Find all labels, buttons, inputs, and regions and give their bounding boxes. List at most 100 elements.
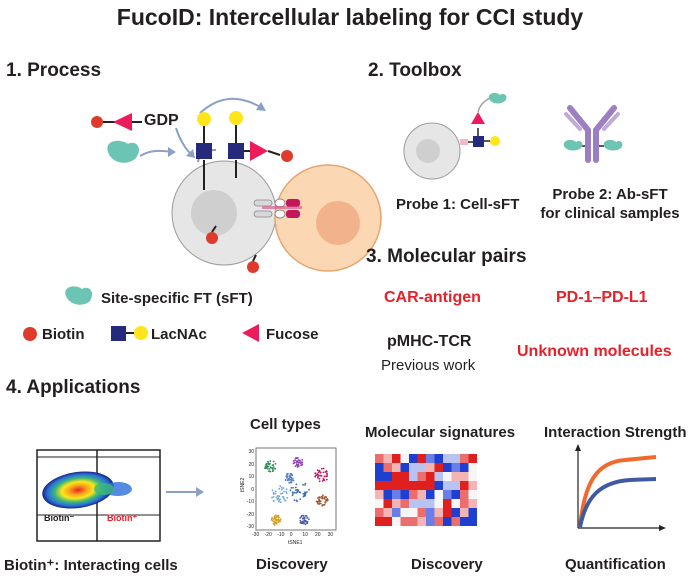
tsne-point	[301, 517, 304, 520]
heatmap-cell	[392, 499, 401, 508]
pair-car-antigen: CAR-antigen	[384, 289, 481, 306]
tsne-point	[267, 460, 269, 463]
tsne-point	[299, 461, 301, 464]
tsne-point	[318, 503, 321, 505]
tsne-point	[273, 520, 275, 523]
heatmap-cell	[451, 463, 460, 472]
heatmap-cell	[460, 454, 469, 463]
tsne-point	[285, 473, 288, 476]
tsne-point	[291, 494, 294, 497]
heatmap-cell	[468, 517, 477, 526]
tsne-point	[304, 520, 307, 523]
tsne-point	[293, 461, 296, 464]
heatmap-cell	[460, 517, 469, 526]
tsne-point	[292, 477, 294, 480]
tsne-point	[297, 461, 300, 464]
tsne-point	[299, 519, 302, 522]
heatmap-cell	[392, 463, 401, 472]
tsne-point	[296, 464, 299, 467]
heatmap-cell	[409, 454, 418, 463]
tsne-point	[306, 491, 308, 493]
tsne-point	[294, 459, 296, 462]
tsne-point	[265, 466, 267, 469]
tsne-x-label: tSNE1	[288, 540, 303, 546]
tsne-point	[284, 499, 287, 502]
tsne-point	[265, 467, 267, 470]
tsne-point	[306, 521, 309, 524]
heatmap-cell	[460, 463, 469, 472]
tsne-point	[272, 491, 275, 494]
tsne-point	[301, 522, 304, 525]
tsne-point	[290, 478, 293, 481]
tsne-point	[322, 504, 325, 506]
process-heading: 1. Process	[6, 60, 102, 81]
heatmap-cell	[392, 481, 401, 490]
tsne-point	[284, 499, 286, 502]
tsne-point	[272, 500, 275, 502]
tsne-point	[327, 499, 329, 501]
tsne-point	[271, 467, 273, 469]
heatmap-cell	[392, 517, 401, 526]
tsne-point	[315, 500, 318, 503]
tsne-point	[271, 467, 274, 469]
tsne-point	[292, 492, 294, 495]
heatmap-cell	[400, 463, 409, 472]
heatmap-cell	[400, 454, 409, 463]
tsne-point	[288, 475, 291, 478]
heatmap-cell	[434, 463, 443, 472]
tsne-point	[326, 499, 329, 502]
tsne-point	[268, 468, 271, 470]
tsne-point	[283, 498, 285, 500]
tsne-point	[325, 499, 327, 501]
biotin-positive-caption: Biotin⁺: Interacting cells	[4, 557, 178, 574]
tsne-point	[305, 515, 308, 517]
heatmap-cell	[443, 472, 452, 481]
tsne-point	[304, 519, 307, 522]
heatmap-cell	[375, 472, 384, 481]
heatmap-cell	[417, 454, 426, 463]
tsne-point	[276, 497, 279, 500]
heatmap-cell	[443, 490, 452, 499]
tsne-point	[325, 499, 328, 502]
tsne-point	[300, 464, 302, 467]
tsne-point	[315, 474, 317, 476]
tsne-point	[297, 489, 299, 492]
heatmap-cell	[409, 472, 418, 481]
pairs-heading: 3. Molecular pairs	[366, 246, 527, 267]
heatmap-cell	[409, 481, 418, 490]
heatmap-cell	[392, 472, 401, 481]
biotin-legend-icon	[23, 327, 37, 341]
tsne-point	[306, 516, 309, 519]
lacnac-circle-legend-icon	[134, 326, 148, 340]
tsne-point	[275, 521, 278, 523]
heatmap-cell	[417, 481, 426, 490]
heatmap-cell	[426, 499, 435, 508]
tsne-point	[300, 522, 303, 525]
tsne-point	[266, 465, 268, 468]
tsne-point	[316, 469, 319, 472]
tsne-point	[272, 522, 275, 525]
tsne-point	[295, 457, 298, 459]
tsne-x-tick: -30	[252, 532, 260, 538]
tsne-point	[304, 494, 306, 497]
tsne-point	[322, 478, 325, 481]
probe2-label: Probe 2: Ab-sFT for clinical samples	[530, 185, 690, 223]
tsne-point	[274, 521, 276, 524]
tsne-point	[304, 482, 307, 485]
tsne-point	[290, 487, 293, 489]
heatmap-cell	[426, 508, 435, 517]
heatmap-cell	[409, 517, 418, 526]
tsne-point	[296, 489, 298, 491]
heatmap-cell	[417, 472, 426, 481]
tsne-point	[281, 492, 284, 495]
tsne-point	[273, 523, 276, 526]
tsne-point	[302, 483, 304, 486]
tsne-point	[265, 466, 268, 469]
tsne-point	[286, 475, 289, 478]
heatmap-cell	[426, 490, 435, 499]
tsne-point	[275, 496, 278, 499]
tsne-point	[278, 519, 281, 522]
tsne-point	[289, 476, 291, 479]
heatmap-cell	[443, 454, 452, 463]
heatmap-cell	[468, 463, 477, 472]
